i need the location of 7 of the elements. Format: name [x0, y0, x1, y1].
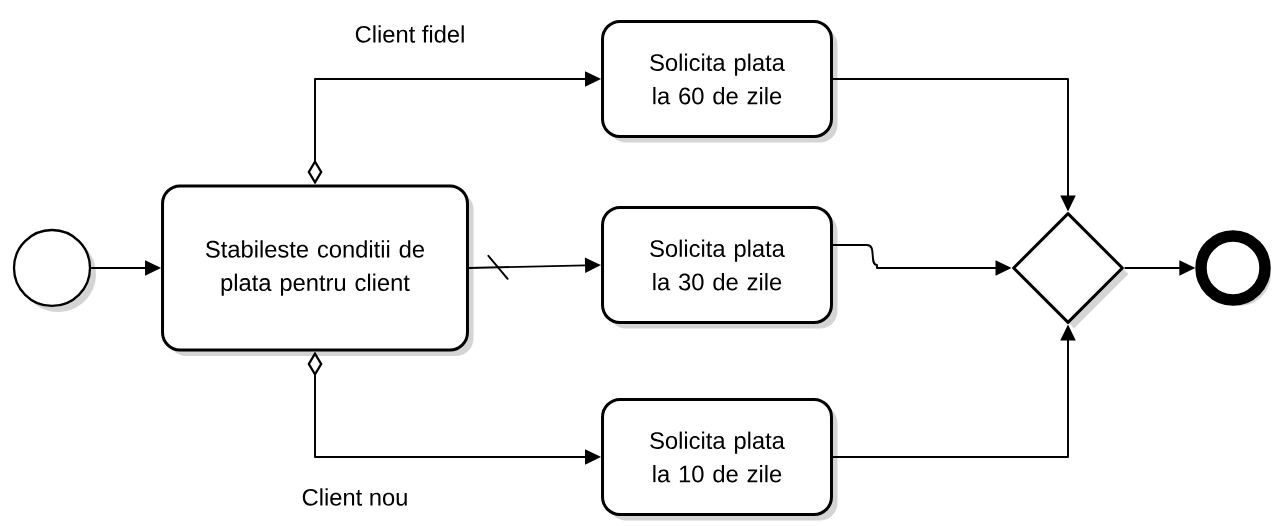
gateway-diamond	[1012, 212, 1129, 329]
task-box: Solicita plata la 60 de zile	[601, 20, 838, 143]
task-box: Solicita plata la 30 de zile	[601, 206, 838, 329]
end-event-circle	[1195, 230, 1271, 306]
task-box: Solicita plata la 10 de zile	[601, 398, 838, 521]
task-box: Stabileste conditii de plata pentru client	[161, 184, 474, 356]
start-event-circle	[12, 228, 96, 312]
